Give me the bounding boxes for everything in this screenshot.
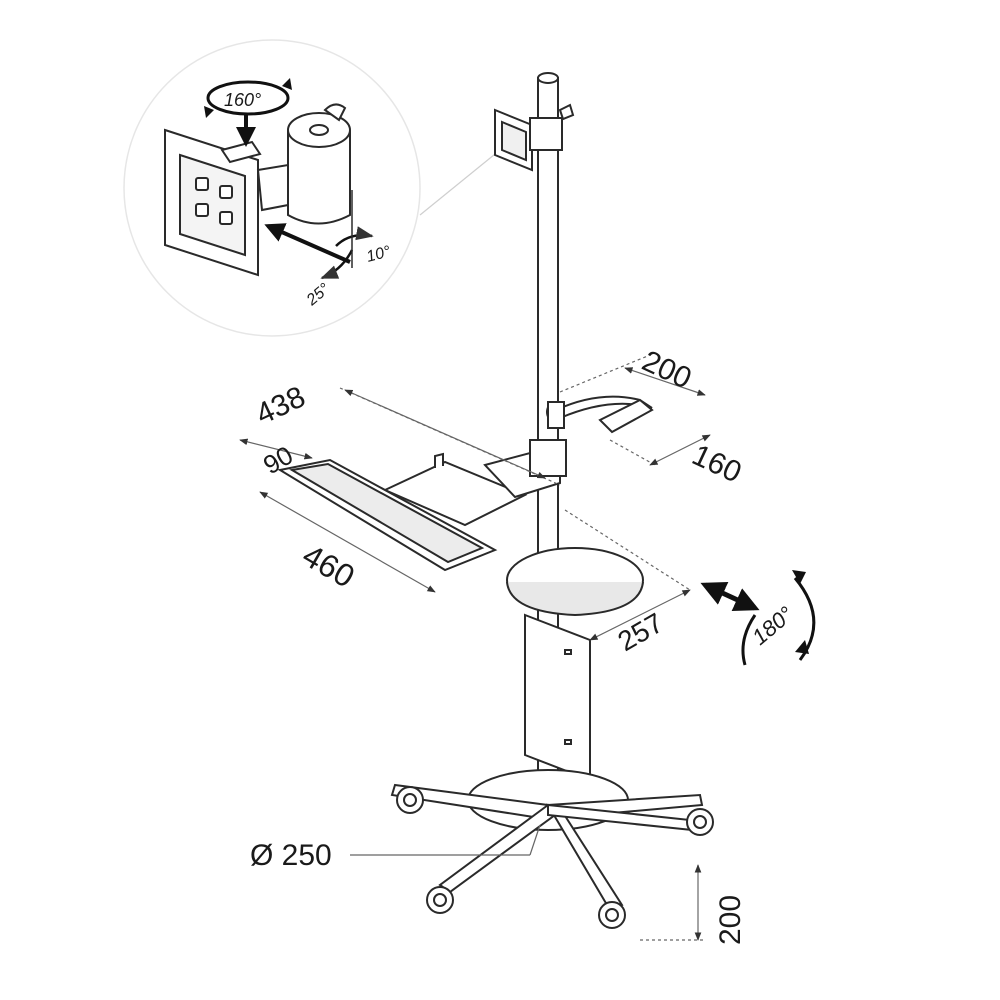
- dim-438-label: 438: [251, 380, 310, 431]
- rotation-160-label: 160°: [224, 90, 261, 110]
- tilt-25-arrow: [320, 249, 354, 280]
- dimension-lines: [239, 354, 711, 941]
- dim-200-height-label: 200: [714, 895, 747, 945]
- tilt-10-arrow: [335, 226, 374, 247]
- dim-460-label: 460: [297, 537, 361, 595]
- handle: [546, 395, 654, 434]
- dim-257-label: 257: [613, 607, 669, 657]
- detail-circle: [123, 39, 421, 337]
- vesa-plate: [164, 128, 259, 277]
- tilt-25-label: 25°: [303, 280, 334, 310]
- lower-bracket: [524, 613, 591, 782]
- tilt-10-label: 10°: [365, 243, 393, 266]
- detail-leader-line: [419, 149, 501, 216]
- base: [390, 769, 704, 912]
- mouse-tray: [506, 547, 644, 617]
- tilt-joint: [220, 103, 351, 225]
- rotation-160-arrow: [206, 80, 290, 116]
- monitor-mount: [494, 103, 575, 172]
- casters: [396, 786, 714, 929]
- base-diameter-label: Ø 250: [250, 839, 332, 872]
- dim-160-label: 160: [687, 438, 746, 489]
- rotation-180-label: 180°: [747, 601, 798, 650]
- detail-callout: 160° 10° 25°: [123, 39, 501, 337]
- rotation-180-symbol: [700, 570, 816, 666]
- tilt-push-arrow: [264, 223, 351, 264]
- dim-200-handle-label: 200: [637, 344, 696, 395]
